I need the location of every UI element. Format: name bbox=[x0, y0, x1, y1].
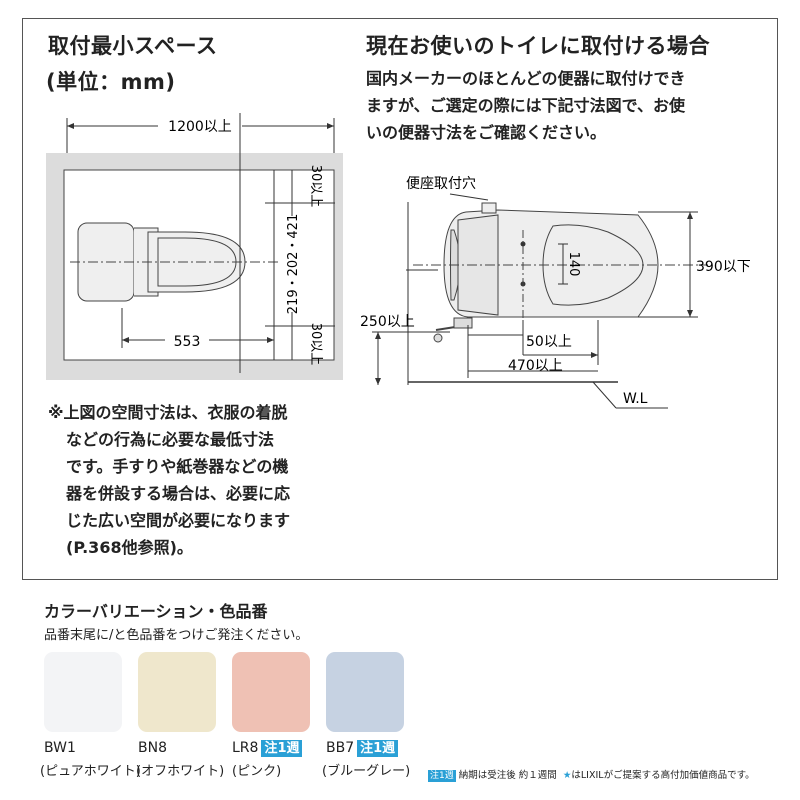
seat-hole-label: 便座取付穴 bbox=[406, 176, 476, 192]
dim-250-label: 250以上 bbox=[360, 314, 415, 330]
note-line: などの行為に必要な最低寸法 bbox=[66, 430, 275, 449]
color-code: BN8 bbox=[138, 740, 167, 756]
dim-50-label: 50以上 bbox=[526, 334, 572, 350]
footnote: 注1週 納期は受注後 約１週間 ★はLIXILがご提案する高付加価値商品です。 bbox=[428, 767, 755, 782]
install-title: 現在お使いのトイレに取付ける場合 bbox=[366, 34, 710, 58]
note-line: ※上図の空間寸法は、衣服の着脱 bbox=[48, 403, 288, 422]
dim-width-label: 1200以上 bbox=[168, 119, 232, 135]
min-space-diagram: 1200以上 219・202・421 30以上 30以上 553 bbox=[46, 113, 343, 380]
swatch-code: BN8 bbox=[138, 740, 167, 756]
dim-390-label: 390以下 bbox=[696, 259, 751, 275]
min-space-title: 取付最小スペース bbox=[48, 34, 218, 58]
footnote-badge: 注1週 bbox=[428, 770, 456, 782]
color-variation-title: カラーバリエーション・色品番 bbox=[44, 602, 268, 621]
color-variation-subtitle: 品番末尾に/と色品番をつけご発注ください。 bbox=[44, 628, 309, 643]
install-body-line: 国内メーカーのほとんどの便器に取付けでき bbox=[366, 69, 686, 88]
color-name: (オフホワイト) bbox=[136, 764, 225, 779]
color-code: BW1 bbox=[44, 740, 76, 756]
dim-bottom-gap-label: 30以上 bbox=[308, 323, 323, 366]
lead-time-badge: 注1週 bbox=[357, 740, 399, 757]
install-body-line: いの便器寸法をご確認ください。 bbox=[366, 123, 607, 142]
swatch-code: BW1 bbox=[44, 740, 76, 756]
color-name: (ピュアホワイト) bbox=[40, 764, 141, 779]
swatch-bn8 bbox=[138, 652, 216, 732]
footnote-star-text: はLIXILがご提案する高付加価値商品です。 bbox=[571, 770, 755, 781]
spec-frame bbox=[22, 18, 778, 580]
dim-depth-label: 553 bbox=[174, 334, 201, 350]
dim-140-label: 140 bbox=[566, 252, 581, 277]
swatch-lr8 bbox=[232, 652, 310, 732]
color-name: (ピンク) bbox=[232, 764, 282, 779]
note-line: です。手すりや紙巻器などの機 bbox=[66, 457, 289, 476]
star-icon: ★ bbox=[562, 770, 572, 781]
color-name: (ブルーグレー) bbox=[322, 764, 411, 779]
dim-470-label: 470以上 bbox=[508, 358, 563, 374]
install-body-line: ますが、ご選定の際には下記寸法図で、お使 bbox=[366, 96, 686, 115]
wl-label: W.L bbox=[623, 391, 648, 407]
color-code: BB7 bbox=[326, 740, 355, 756]
note-line: じた広い空間が必要になります bbox=[66, 511, 291, 530]
swatch-bw1 bbox=[44, 652, 122, 732]
dim-top-gap-label: 30以上 bbox=[308, 165, 323, 208]
color-code: LR8 bbox=[232, 740, 259, 756]
unit-label: (単位：mm) bbox=[46, 70, 176, 94]
note-line: 器を併設する場合は、必要に応 bbox=[66, 484, 291, 503]
lead-time-badge: 注1週 bbox=[261, 740, 303, 757]
swatch-bb7 bbox=[326, 652, 404, 732]
dim-center-label: 219・202・421 bbox=[286, 214, 301, 314]
note-line: (P.368他参照)。 bbox=[66, 538, 193, 557]
footnote-text: 納期は受注後 約１週間 bbox=[458, 770, 557, 781]
install-diagram: 便座取付穴 140 390以下 250以上 50以上 470以上 W.L bbox=[360, 176, 751, 409]
